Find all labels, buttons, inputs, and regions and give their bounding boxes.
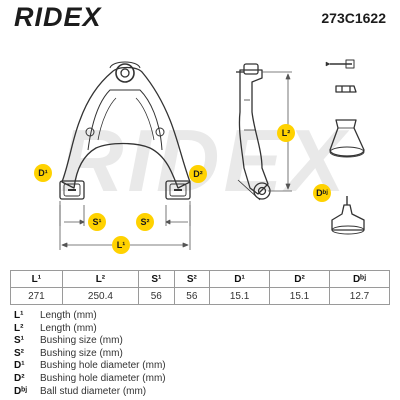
legend-symbol: D² (14, 372, 25, 384)
watermark: RIDEX (60, 111, 349, 210)
tag-d2: D² (189, 165, 207, 183)
value-l2: 250.4 (61, 287, 140, 305)
legend-symbol: S¹ (14, 335, 24, 347)
control-arm-drawing (59, 59, 365, 250)
value-d2: 15.1 (269, 287, 330, 305)
value-d1: 15.1 (209, 287, 271, 305)
legend-item: S² Bushing size (mm) (14, 348, 166, 361)
accessory-nut (335, 85, 357, 93)
legend-symbol: L² (14, 322, 24, 334)
tag-dbj: Dᵇʲ (313, 184, 331, 202)
legend-symbol: L¹ (14, 310, 24, 321)
accessory-dust-boot (329, 119, 365, 158)
header-dbj: Dᵇʲ (329, 270, 390, 288)
arm-front-view (59, 61, 191, 200)
value-s2: 56 (173, 287, 211, 305)
legend-item: S¹ Bushing size (mm) (14, 335, 166, 348)
legend-symbol: S² (14, 347, 24, 359)
tag-l1: L¹ (112, 236, 130, 254)
value-dbj: 12.7 (329, 287, 390, 305)
legend-symbol: Dᵇʲ (14, 385, 28, 397)
header-s2: S² (173, 270, 211, 288)
legend-description: Length (mm) (40, 310, 97, 321)
legend-description: Ball stud diameter (mm) (40, 385, 147, 397)
specs-header-row: L¹ L² S¹ S² D¹ D² Dᵇʲ (10, 270, 390, 288)
header-l1: L¹ (10, 270, 63, 288)
legend-symbol: D¹ (14, 360, 25, 372)
value-l1: 271 (10, 287, 63, 305)
accessory-ball-joint (331, 196, 365, 235)
legend-description: Bushing hole diameter (mm) (40, 360, 166, 372)
legend-description: Bushing size (mm) (40, 335, 123, 347)
header-d1: D¹ (209, 270, 271, 288)
brand-logo: RIDEX (14, 2, 102, 32)
value-s1: 56 (138, 287, 175, 305)
legend-description: Bushing hole diameter (mm) (40, 372, 166, 384)
legend-item: Dᵇʲ Ball stud diameter (mm) (14, 386, 166, 399)
part-number: 273C1622 (321, 10, 386, 26)
header-l2: L² (61, 270, 140, 288)
specs-value-row: 271 250.4 56 56 15.1 15.1 12.7 (10, 287, 390, 305)
tag-d1: D¹ (34, 164, 52, 182)
specs-table: L¹ L² S¹ S² D¹ D² Dᵇʲ 271 250.4 56 56 15… (10, 270, 390, 305)
accessory-bolt (325, 59, 355, 69)
legend: L¹ Length (mm) L² Length (mm) S¹ Bushing… (14, 310, 166, 398)
tag-l2: L² (277, 124, 295, 142)
tag-s1: S¹ (88, 213, 106, 231)
header-s1: S¹ (138, 270, 175, 288)
header: RIDEX 273C1622 (0, 0, 400, 38)
arm-side-view (236, 63, 271, 201)
legend-item: L¹ Length (mm) (14, 310, 166, 323)
legend-description: Length (mm) (40, 322, 97, 334)
header-d2: D² (269, 270, 330, 288)
tag-s2: S² (136, 213, 154, 231)
legend-description: Bushing size (mm) (40, 347, 123, 359)
legend-item: D² Bushing hole diameter (mm) (14, 373, 166, 386)
legend-item: L² Length (mm) (14, 323, 166, 336)
legend-item: D¹ Bushing hole diameter (mm) (14, 360, 166, 373)
